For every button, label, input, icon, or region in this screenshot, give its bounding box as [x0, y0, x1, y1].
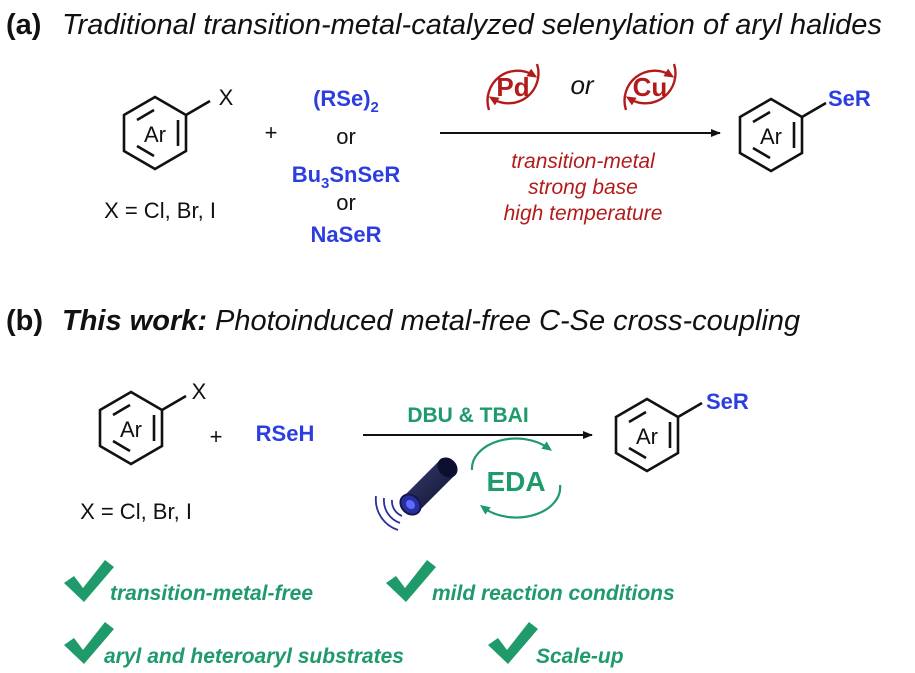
reagent-diselenide: (RSe)2 [313, 86, 379, 116]
or-text-1: or [336, 124, 356, 149]
or-text-2: or [336, 190, 356, 215]
condition-strong-base: strong base [528, 176, 638, 199]
condition-high-temperature: high temperature [504, 202, 663, 225]
check-icon [386, 560, 436, 602]
light-wave-icon [374, 495, 403, 531]
product-ser-label-b: SeR [706, 389, 749, 414]
pd-cycle [486, 63, 540, 111]
ring-label-ar-b: Ar [120, 417, 142, 442]
part-a-title: Traditional transition-metal-catalyzed s… [62, 9, 882, 41]
feature-1: transition-metal-free [110, 582, 313, 605]
check-icon [64, 560, 114, 602]
feature-3: aryl and heteroaryl substrates [104, 645, 404, 668]
feature-2: mild reaction conditions [432, 582, 675, 605]
plus-sign-b: + [210, 424, 223, 449]
pd-catalyst: Pd [496, 72, 529, 102]
product-ring-label-ar: Ar [760, 124, 782, 149]
condition-transition-metal: transition-metal [511, 150, 656, 173]
plus-sign: + [265, 120, 278, 145]
check-icon [64, 622, 114, 664]
cu-cycle [623, 63, 677, 111]
eda-cycle [470, 437, 562, 519]
reagent-selenol: RSeH [256, 421, 315, 446]
part-b-label: (b) [6, 305, 43, 337]
aryl-halide-ring-a [122, 95, 211, 171]
light-lamp-icon [399, 457, 458, 516]
halide-x-label: X [219, 85, 234, 110]
feature-4: Scale-up [536, 645, 624, 668]
part-a-label: (a) [6, 9, 41, 41]
check-icon [488, 622, 538, 664]
reagent-sodium-selenide: NaSeR [311, 222, 382, 247]
product-ser-label: SeR [828, 86, 871, 111]
ring-label-ar: Ar [144, 122, 166, 147]
aryl-halide-ring-b [98, 390, 187, 466]
halide-x-label-b: X [192, 379, 207, 404]
conditions-dbu-tbai: DBU & TBAI [407, 404, 528, 427]
catalyst-or: or [570, 70, 594, 100]
reagent-stannyl: Bu3SnSeR [292, 162, 401, 192]
halide-note-b: X = Cl, Br, I [80, 499, 192, 524]
part-b-title: This work:Photoinduced metal-free C-Se c… [62, 305, 800, 337]
product-ring-b [614, 397, 703, 473]
product-ring-label-ar-b: Ar [636, 424, 658, 449]
halide-note: X = Cl, Br, I [104, 198, 216, 223]
product-ring-a [738, 97, 827, 173]
eda-label: EDA [486, 466, 545, 497]
cu-catalyst: Cu [633, 72, 668, 102]
